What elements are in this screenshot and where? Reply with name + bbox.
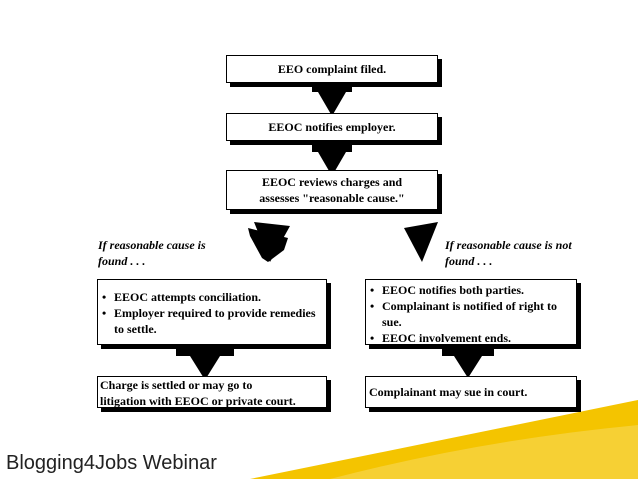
yes-condition-line2: found . . .: [98, 254, 146, 268]
no-actions-box: EEOC notifies both parties. Complainant …: [365, 279, 577, 346]
arrow-down-no: [442, 346, 494, 378]
no-condition: If reasonable cause is not found . . .: [445, 237, 572, 269]
step-complaint-filed-label: EEO complaint filed.: [277, 62, 387, 76]
webinar-brand: Blogging4Jobs Webinar: [6, 452, 217, 474]
step-eeoc-notifies: EEOC notifies employer.: [226, 113, 438, 141]
yes-action-item: Employer required to provide remedies to…: [100, 305, 318, 337]
arrow-right-branch: [404, 222, 438, 262]
step-eeoc-reviews-line2: assesses "reasonable cause.": [259, 191, 405, 205]
yes-condition-line1: If reasonable cause is: [98, 238, 206, 252]
step-eeoc-reviews-line1: EEOC reviews charges and: [261, 175, 403, 189]
arrow-down-yes: [176, 346, 234, 380]
step-complaint-filed: EEO complaint filed.: [226, 55, 438, 83]
yes-condition: If reasonable cause is found . . .: [98, 237, 206, 269]
no-actions-list: EEOC notifies both parties. Complainant …: [368, 282, 570, 346]
step-eeoc-notifies-label: EEOC notifies employer.: [268, 120, 396, 134]
yes-action-item: EEOC attempts conciliation.: [100, 289, 318, 305]
no-outcome-label: Complainant may sue in court.: [369, 385, 528, 399]
yes-outcome-line2: litigation with EEOC or private court.: [100, 394, 296, 408]
yes-actions-box: EEOC attempts conciliation. Employer req…: [97, 279, 327, 345]
no-condition-line1: If reasonable cause is not: [445, 238, 572, 252]
arrow-down-1: [312, 80, 352, 116]
no-action-item: EEOC notifies both parties.: [368, 282, 570, 298]
arrow-down-2: [312, 140, 352, 176]
step-eeoc-reviews: EEOC reviews charges and assesses "reaso…: [226, 170, 438, 210]
yes-actions-list: EEOC attempts conciliation. Employer req…: [100, 289, 318, 337]
no-outcome-box: Complainant may sue in court.: [365, 376, 577, 408]
no-action-item: EEOC involvement ends.: [368, 330, 570, 346]
yes-outcome-box: Charge is settled or may go to litigatio…: [97, 376, 327, 408]
yes-outcome-line1: Charge is settled or may go to: [100, 378, 253, 392]
no-condition-line2: found . . .: [445, 254, 493, 268]
no-action-item: Complainant is notified of right to sue.: [368, 298, 570, 330]
